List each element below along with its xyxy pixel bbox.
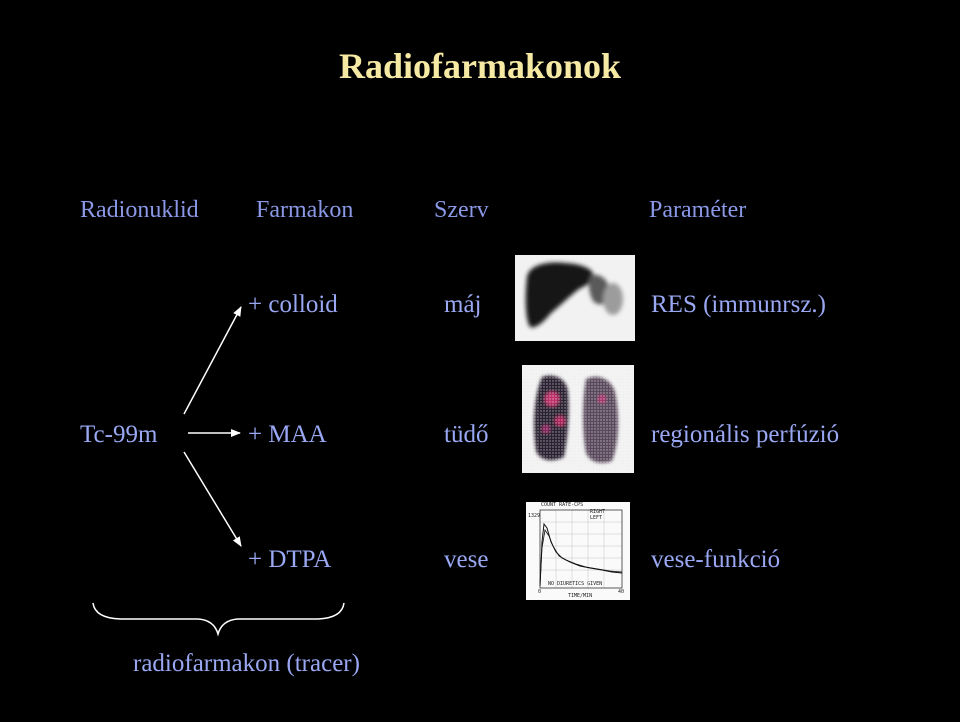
- row-maa-farmakon: + MAA: [248, 421, 327, 448]
- renogram-ymax: 1329: [528, 513, 541, 519]
- row-colloid-szerv: máj: [444, 291, 482, 318]
- slide-title: Radiofarmakonok: [338, 46, 622, 86]
- brace-label: radiofarmakon (tracer): [133, 650, 360, 677]
- curly-brace: [92, 602, 345, 637]
- row-dtpa-farmakon: + DTPA: [248, 546, 332, 573]
- header-szerv: Szerv: [434, 197, 489, 223]
- renogram-legend-left: LEFT: [590, 515, 603, 521]
- row-dtpa-szerv: vese: [444, 546, 489, 573]
- row-maa-szerv: tüdő: [444, 421, 489, 448]
- renogram-xlabel: TIME/MIN: [568, 593, 593, 599]
- row-maa-parameter: regionális perfúzió: [651, 421, 840, 448]
- liver-scan-image: [515, 255, 635, 341]
- row-colloid-farmakon: + colloid: [248, 291, 338, 318]
- header-parameter: Paraméter: [649, 197, 747, 223]
- renogram-x-end: 40: [618, 589, 625, 595]
- renogram-legend-right: RIGHT: [590, 509, 606, 515]
- row-dtpa-parameter: vese-funkció: [651, 546, 781, 573]
- renogram-x-start: 0: [538, 589, 542, 595]
- lung-scan-image: [522, 365, 634, 473]
- renogram-note: NO DIURETICS GIVEN: [548, 581, 603, 587]
- renogram-image: COUNT RATE-CPS 1329 RIGHT LEFT NO DIURET…: [526, 502, 630, 600]
- source-radionuclide: Tc-99m: [80, 421, 158, 448]
- row-colloid-parameter: RES (immunrsz.): [651, 291, 826, 318]
- renogram-header: COUNT RATE-CPS: [541, 502, 584, 508]
- arrow-to-dtpa: [183, 451, 242, 547]
- renogram-plot: [539, 509, 623, 589]
- header-farmakon: Farmakon: [256, 197, 354, 223]
- header-radionuklid: Radionuklid: [80, 197, 199, 223]
- arrow-to-colloid: [183, 306, 242, 415]
